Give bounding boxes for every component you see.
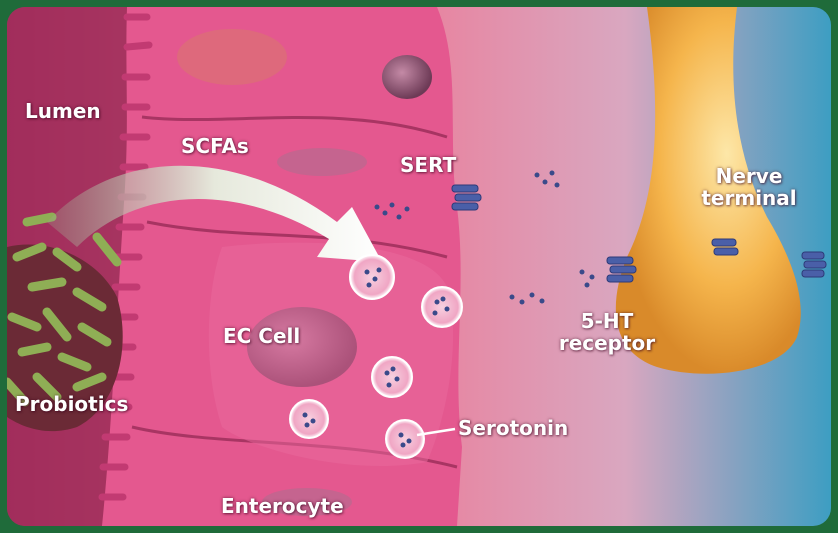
illustration-panel: Lumen SCFAs SERT Nerve terminal EC Cell … [7, 7, 831, 526]
probiotics-label: Probiotics [15, 393, 128, 415]
cytoplasm-granules [177, 29, 287, 85]
5ht-receptor [607, 257, 636, 282]
nucleus-top [382, 55, 432, 99]
serotonin-label: Serotonin [458, 417, 568, 439]
lumen-label: Lumen [25, 100, 101, 122]
nerve-terminal-label: Nerve terminal [699, 165, 799, 209]
sert-label: SERT [400, 154, 456, 176]
nucleus-upper [277, 148, 367, 176]
nerve-receptor-2 [802, 252, 826, 277]
enterocyte-label: Enterocyte [221, 495, 344, 517]
sert-transporter [452, 185, 481, 210]
5ht-receptor-label: 5-HT receptor [547, 310, 667, 354]
scfas-label: SCFAs [181, 135, 249, 157]
gut-serotonin-illustration [7, 7, 831, 526]
ec-cell-label: EC Cell [223, 325, 300, 347]
